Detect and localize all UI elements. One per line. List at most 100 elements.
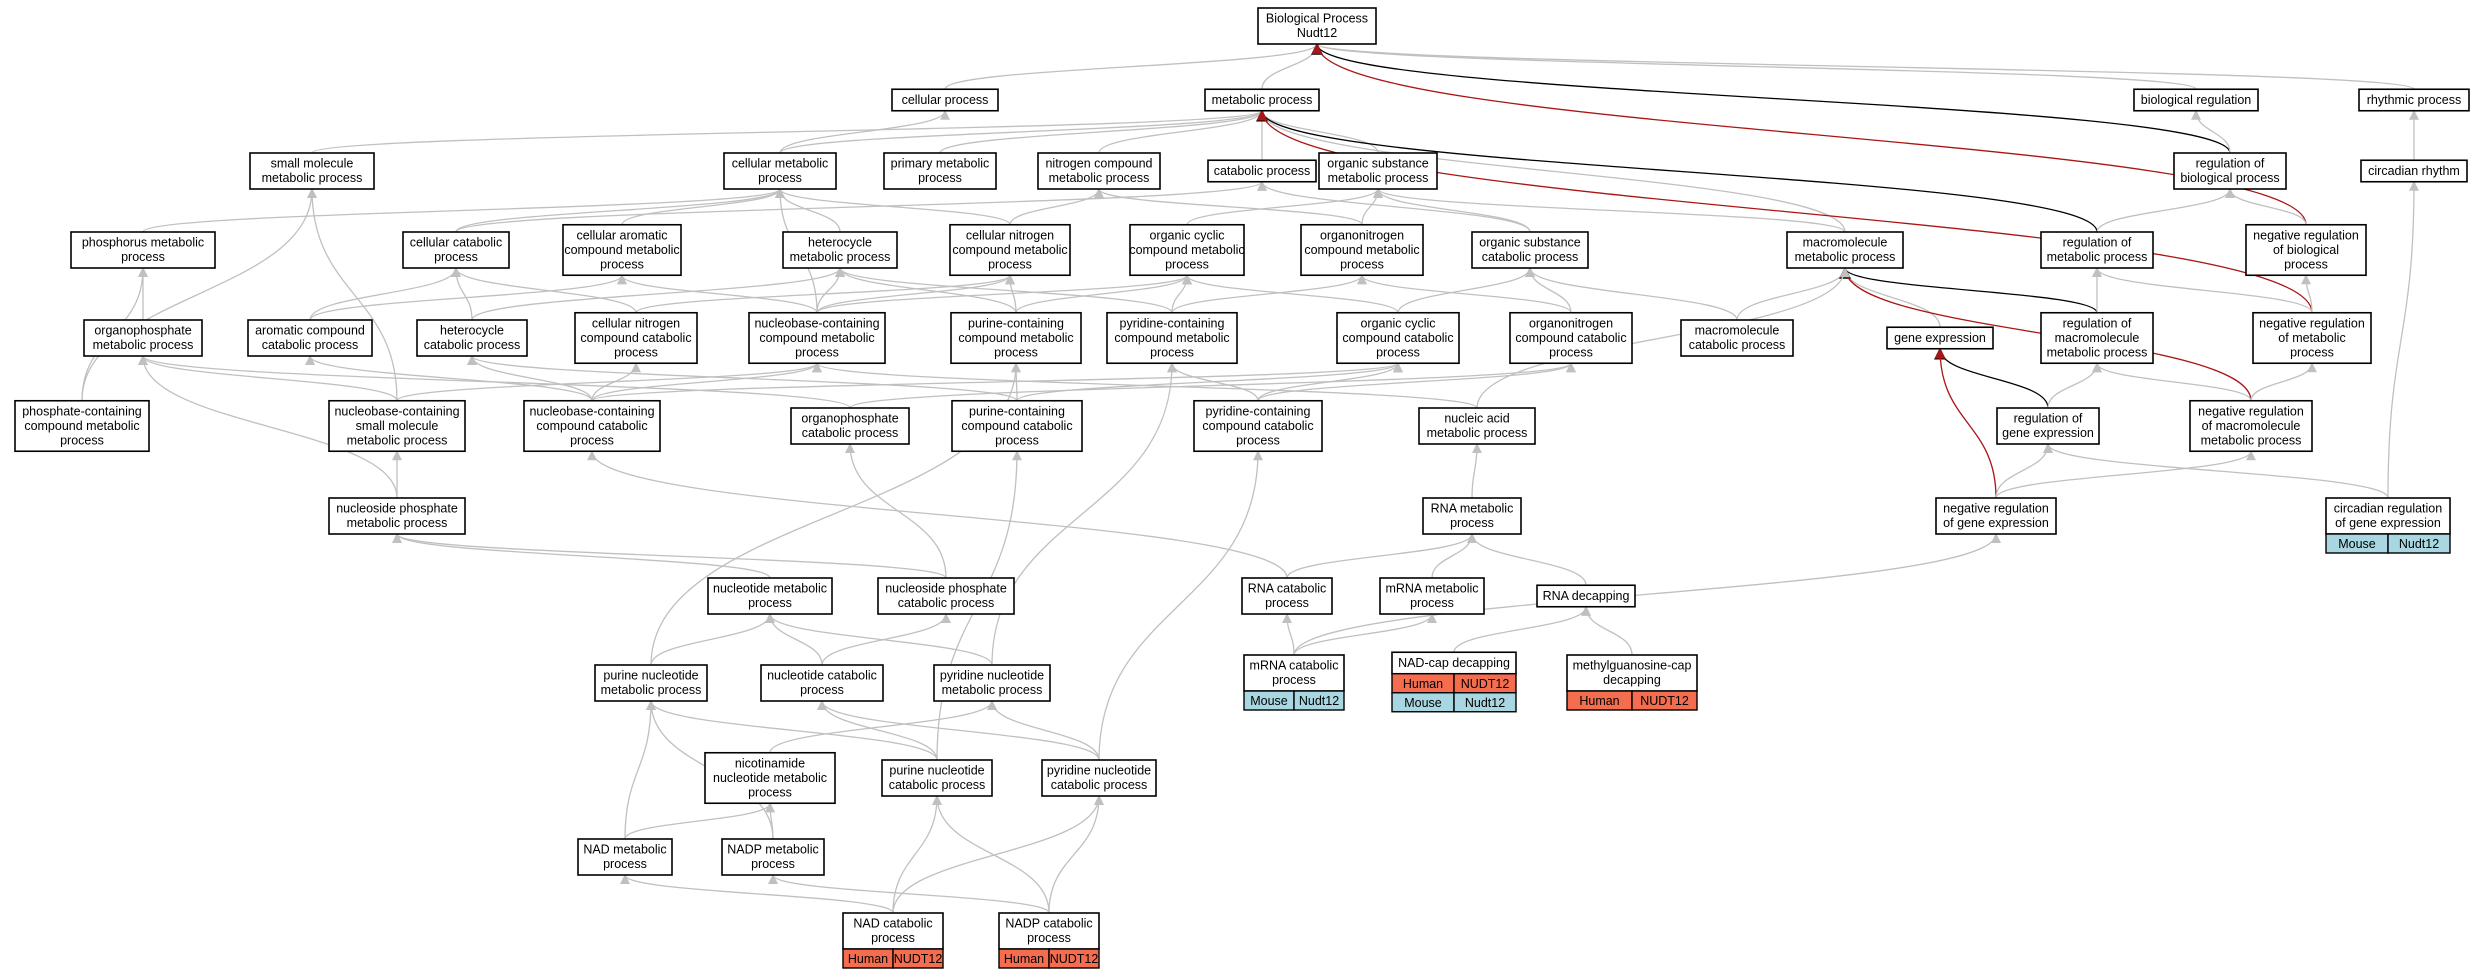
go-term-node-gene-expression[interactable]: gene expression	[1886, 326, 1994, 350]
node-label-line: regulation of	[2063, 236, 2132, 250]
node-box	[1193, 399, 1323, 453]
node-box	[523, 399, 661, 453]
node-label-line: process	[2284, 257, 2328, 271]
node-label-line: process	[751, 857, 795, 871]
go-term-node-metabolic-process[interactable]: metabolic process	[1204, 88, 1320, 112]
go-term-node-rna-decapping[interactable]: RNA decapping	[1536, 584, 1636, 608]
go-term-node-biological-regulation[interactable]: biological regulation	[2133, 88, 2259, 112]
node-label-line: process	[748, 596, 792, 610]
edge-bold-reg-bio-to-bp	[1311, 42, 2231, 154]
node-label-line: compound catabolic	[536, 419, 647, 433]
node-label-line: process	[1150, 345, 1194, 359]
node-label-line: negative regulation	[2259, 316, 2365, 330]
edge-normal-biological-regulation-to-bp	[1312, 43, 2197, 90]
node-box	[1566, 654, 1698, 692]
edge-normal-cellular-catabolic-to-catabolic-process	[455, 180, 1267, 233]
edge-normal-purine-containing-mp-to-cellular-nitrogen-mp	[1005, 274, 1017, 313]
go-term-node-cellular-process[interactable]: cellular process	[891, 88, 999, 112]
node-box	[1996, 407, 2100, 445]
edge-normal-organophosphate-cat-to-organonitrogen-cat	[849, 362, 1576, 409]
edge-normal-purine-containing-cat-to-organic-cyclic-cat	[1016, 362, 1403, 402]
edge-normal-phosphate-containing-mp-to-small-molecule-mp	[81, 188, 317, 401]
node-label-line: compound catabolic	[580, 331, 691, 345]
edge-normal-cellular-nitrogen-mp-to-nitrogen-compound-mp	[1009, 188, 1104, 225]
edge-normal-organic-substance-cat-to-catabolic-process	[1257, 180, 1531, 233]
node-label-line: process	[600, 257, 644, 271]
node-label-line: catabolic process	[802, 426, 899, 440]
node-label-line: nucleobase-containing	[334, 404, 459, 418]
edge-normal-organophosphate-cat-to-organophosphate-mp	[138, 355, 851, 409]
go-term-node-circadian-rhythm[interactable]: circadian rhythm	[2360, 159, 2468, 183]
node-label-line: nicotinamide	[735, 756, 805, 770]
edge-normal-pyridine-nucleotide-cat-to-pyridine-containing-cat	[1098, 450, 1263, 761]
edge-normal-macromolecule-mp-to-organic-substance-mp	[1373, 188, 1846, 233]
go-term-node-rhythmic-process[interactable]: rhythmic process	[2358, 88, 2470, 112]
edge-normal-neg-reg-macromolecule-to-neg-reg-metabolic	[2250, 362, 2317, 401]
gene-tag-label: Nudt12	[2399, 537, 2439, 551]
node-box	[1422, 497, 1522, 535]
node-box	[1041, 759, 1157, 797]
go-term-node-catabolic-process[interactable]: catabolic process	[1207, 159, 1317, 183]
